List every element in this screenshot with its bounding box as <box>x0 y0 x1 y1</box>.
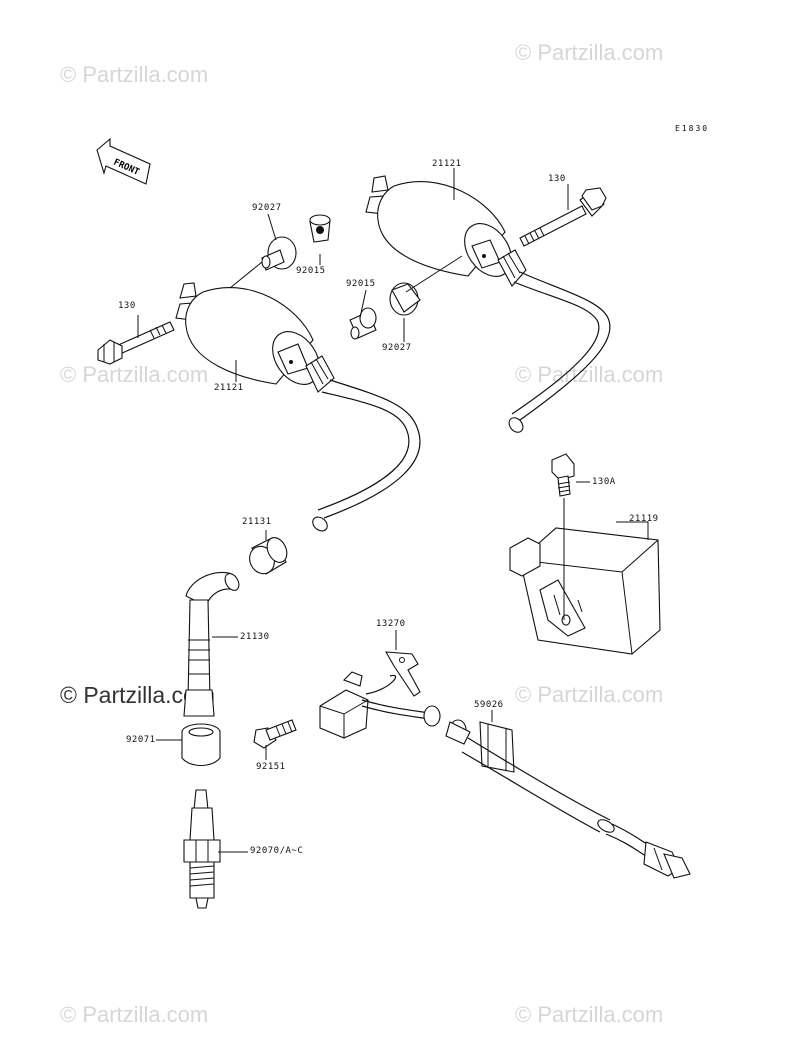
callout-92027-right: 92027 <box>382 343 412 353</box>
callout-92071: 92071 <box>126 735 156 745</box>
callout-92070: 92070/A~C <box>250 846 304 856</box>
callout-92015-left: 92015 <box>296 266 326 276</box>
callout-59026: 59026 <box>474 700 504 710</box>
bolt-92151 <box>253 719 297 749</box>
callout-92027-left: 92027 <box>252 203 282 213</box>
pickup-coil <box>319 671 471 745</box>
diagram-code: E1830 <box>675 124 710 133</box>
callout-130a: 130A <box>592 477 616 487</box>
clamp-59026 <box>479 721 515 773</box>
seal-92071 <box>181 723 221 767</box>
wire-harness-connector <box>461 737 691 879</box>
collar-92015-left <box>309 214 331 243</box>
bolt-130-right <box>519 187 607 247</box>
callout-21119: 21119 <box>629 514 659 524</box>
bolt-130a <box>551 453 575 497</box>
bracket-13270 <box>385 651 421 697</box>
callout-92015-right: 92015 <box>346 279 376 289</box>
watermark: © Partzilla.com <box>60 62 209 87</box>
washer-92027-right <box>389 282 421 316</box>
callout-21121-top: 21121 <box>432 159 462 169</box>
callout-13270: 13270 <box>376 619 406 629</box>
callout-130-left: 130 <box>118 301 136 311</box>
spark-plug-92070 <box>183 789 221 909</box>
watermark: © Partzilla.com <box>60 362 209 387</box>
ignition-coil-left <box>175 282 421 532</box>
callout-21130: 21130 <box>240 632 270 642</box>
collar-92015-right <box>349 307 377 340</box>
ignition-coil-right <box>365 175 611 433</box>
callout-21131: 21131 <box>242 517 272 527</box>
callout-21121-left: 21121 <box>214 383 244 393</box>
front-arrow-icon: FRONT <box>96 137 151 185</box>
watermark: © Partzilla.com <box>515 682 664 707</box>
plug-cap-cover-21131 <box>249 537 288 575</box>
watermark: © Partzilla.com <box>515 40 664 65</box>
watermark: © Partzilla.com <box>515 1002 664 1027</box>
callout-130-right: 130 <box>548 174 566 184</box>
igniter-unit <box>509 527 661 655</box>
watermark: © Partzilla.com <box>60 1002 209 1027</box>
spark-plug-cap-21130 <box>183 572 240 717</box>
callout-92151: 92151 <box>256 762 286 772</box>
washer-92027-left <box>261 236 297 271</box>
bolt-130-left <box>97 321 175 365</box>
watermark: © Partzilla.com <box>515 362 664 387</box>
